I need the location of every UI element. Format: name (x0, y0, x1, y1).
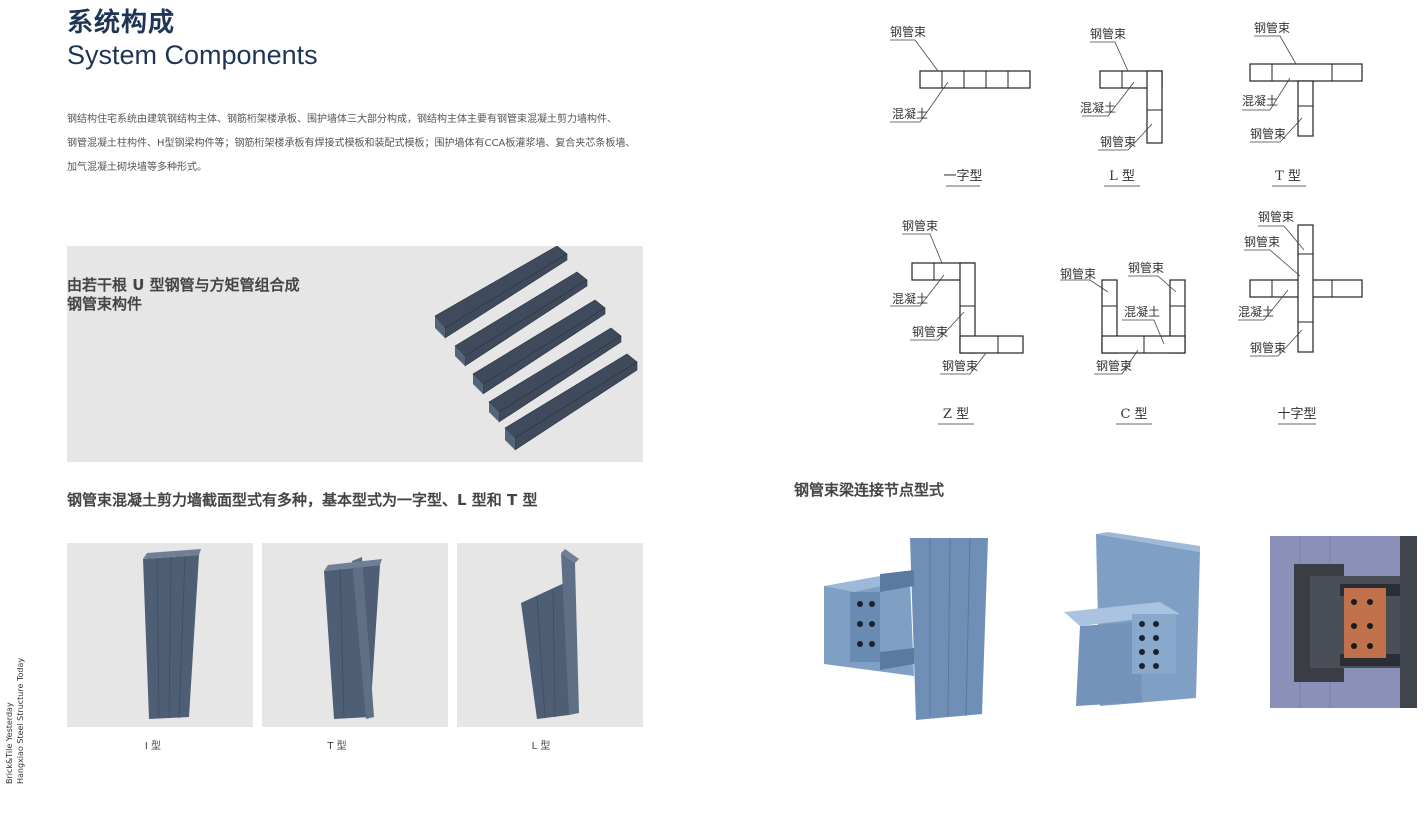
intro-paragraph: 钢结构住宅系统由建筑钢结构主体、钢筋桁架楼承板、围护墙体三大部分构成，钢结构主体… (67, 108, 657, 180)
diagram-caption: T 型 (1275, 169, 1301, 184)
diagram-caption: L 型 (1109, 169, 1135, 184)
beam-joint-image-2 (1064, 532, 1200, 706)
diagram-shape (1249, 63, 1363, 82)
sidebar-line: Hangxiao Steel Structure Today (16, 657, 25, 784)
diagram-caption: Z 型 (943, 407, 969, 422)
cross-section-diagrams: 钢管束 混凝土 钢管束 混凝土 钢管束 钢管束 混凝土 钢管束 钢管束 混凝土 … (890, 20, 1363, 425)
beam-joint-heading: 钢管束梁连接节点型式 (794, 481, 945, 499)
diagram-label-concrete: 混凝土 (1242, 93, 1278, 108)
diagram-caption: C 型 (1120, 407, 1147, 422)
diagram-label-steel: 钢管束 (902, 218, 938, 233)
diagram-label-steel: 钢管束 (1128, 260, 1164, 275)
diagram-caption: 一字型 (943, 169, 982, 184)
hero-caption-line: 钢管束构件 (67, 295, 143, 313)
hero-caption-line: 由若干根 U 型钢管与方矩管组合成 (67, 276, 300, 294)
diagram-shape (1297, 224, 1314, 353)
diagram-caption: 十字型 (1277, 407, 1316, 422)
diagram-shape (1146, 70, 1163, 144)
sidebar-tagline: Brick&Tile Yesterday Hangxiao Steel Stru… (4, 658, 26, 784)
wall-types-heading: 钢管束混凝土剪力墙截面型式有多种，基本型式为一字型、L 型和 T 型 (67, 491, 538, 509)
beam-joint-image-3 (1270, 536, 1417, 708)
t-wall-label: T 型 (327, 741, 347, 752)
diagram-label-steel: 钢管束 (1254, 20, 1290, 35)
hero-caption: 由若干根 U 型钢管与方矩管组合成 钢管束构件 (67, 276, 300, 314)
intro-line: 钢结构住宅系统由建筑钢结构主体、钢筋桁架楼承板、围护墙体三大部分构成，钢结构主体… (67, 114, 617, 125)
l-wall-label: L 型 (531, 741, 551, 752)
diagram-label-steel: 钢管束 (1090, 26, 1126, 41)
diagram-label-steel: 钢管束 (1100, 134, 1136, 149)
t-wall-image (324, 557, 382, 719)
diagram-shape (959, 335, 1024, 354)
diagram-label-steel: 钢管束 (912, 324, 948, 339)
i-wall-card (67, 543, 253, 727)
page-title-en: System Components (67, 40, 318, 70)
diagram-label-concrete: 混凝土 (892, 291, 928, 306)
page-title-cn: 系统构成 (67, 8, 176, 38)
beam-joint-image-1 (824, 537, 988, 720)
i-wall-image (143, 549, 201, 719)
diagram-label-steel: 钢管束 (942, 358, 978, 373)
diagram-label-concrete: 混凝土 (1080, 100, 1116, 115)
diagram-label-steel: 钢管束 (1096, 358, 1132, 373)
t-wall-card (262, 543, 448, 727)
diagram-shape (1297, 80, 1314, 137)
diagram-label-steel: 钢管束 (890, 24, 926, 39)
intro-line: 钢管混凝土柱构件、H型钢梁构件等；钢筋桁架楼承板有焊接式模板和装配式模板；围护墙… (67, 138, 636, 149)
l-wall-image (521, 549, 579, 719)
diagram-label-concrete: 混凝土 (892, 106, 928, 121)
l-wall-card (457, 543, 643, 727)
diagram-label-steel: 钢管束 (1258, 209, 1294, 224)
diagram-label-steel: 钢管束 (1250, 126, 1286, 141)
diagram-label-steel: 钢管束 (1250, 340, 1286, 355)
steel-tube-bundle-image (434, 246, 638, 451)
diagram-label-steel: 钢管束 (1060, 266, 1096, 281)
diagram-shape (919, 70, 1031, 89)
sidebar-line: Brick&Tile Yesterday (5, 702, 14, 784)
diagram-label-concrete: 混凝土 (1238, 304, 1274, 319)
diagram-label-concrete: 混凝土 (1124, 304, 1160, 319)
intro-line: 加气混凝土砌块墙等多种形式。 (67, 162, 207, 173)
steel-tube-bundle-panel: 由若干根 U 型钢管与方矩管组合成 钢管束构件 (67, 246, 643, 462)
i-wall-label: I 型 (144, 741, 162, 752)
diagram-label-steel: 钢管束 (1244, 234, 1280, 249)
